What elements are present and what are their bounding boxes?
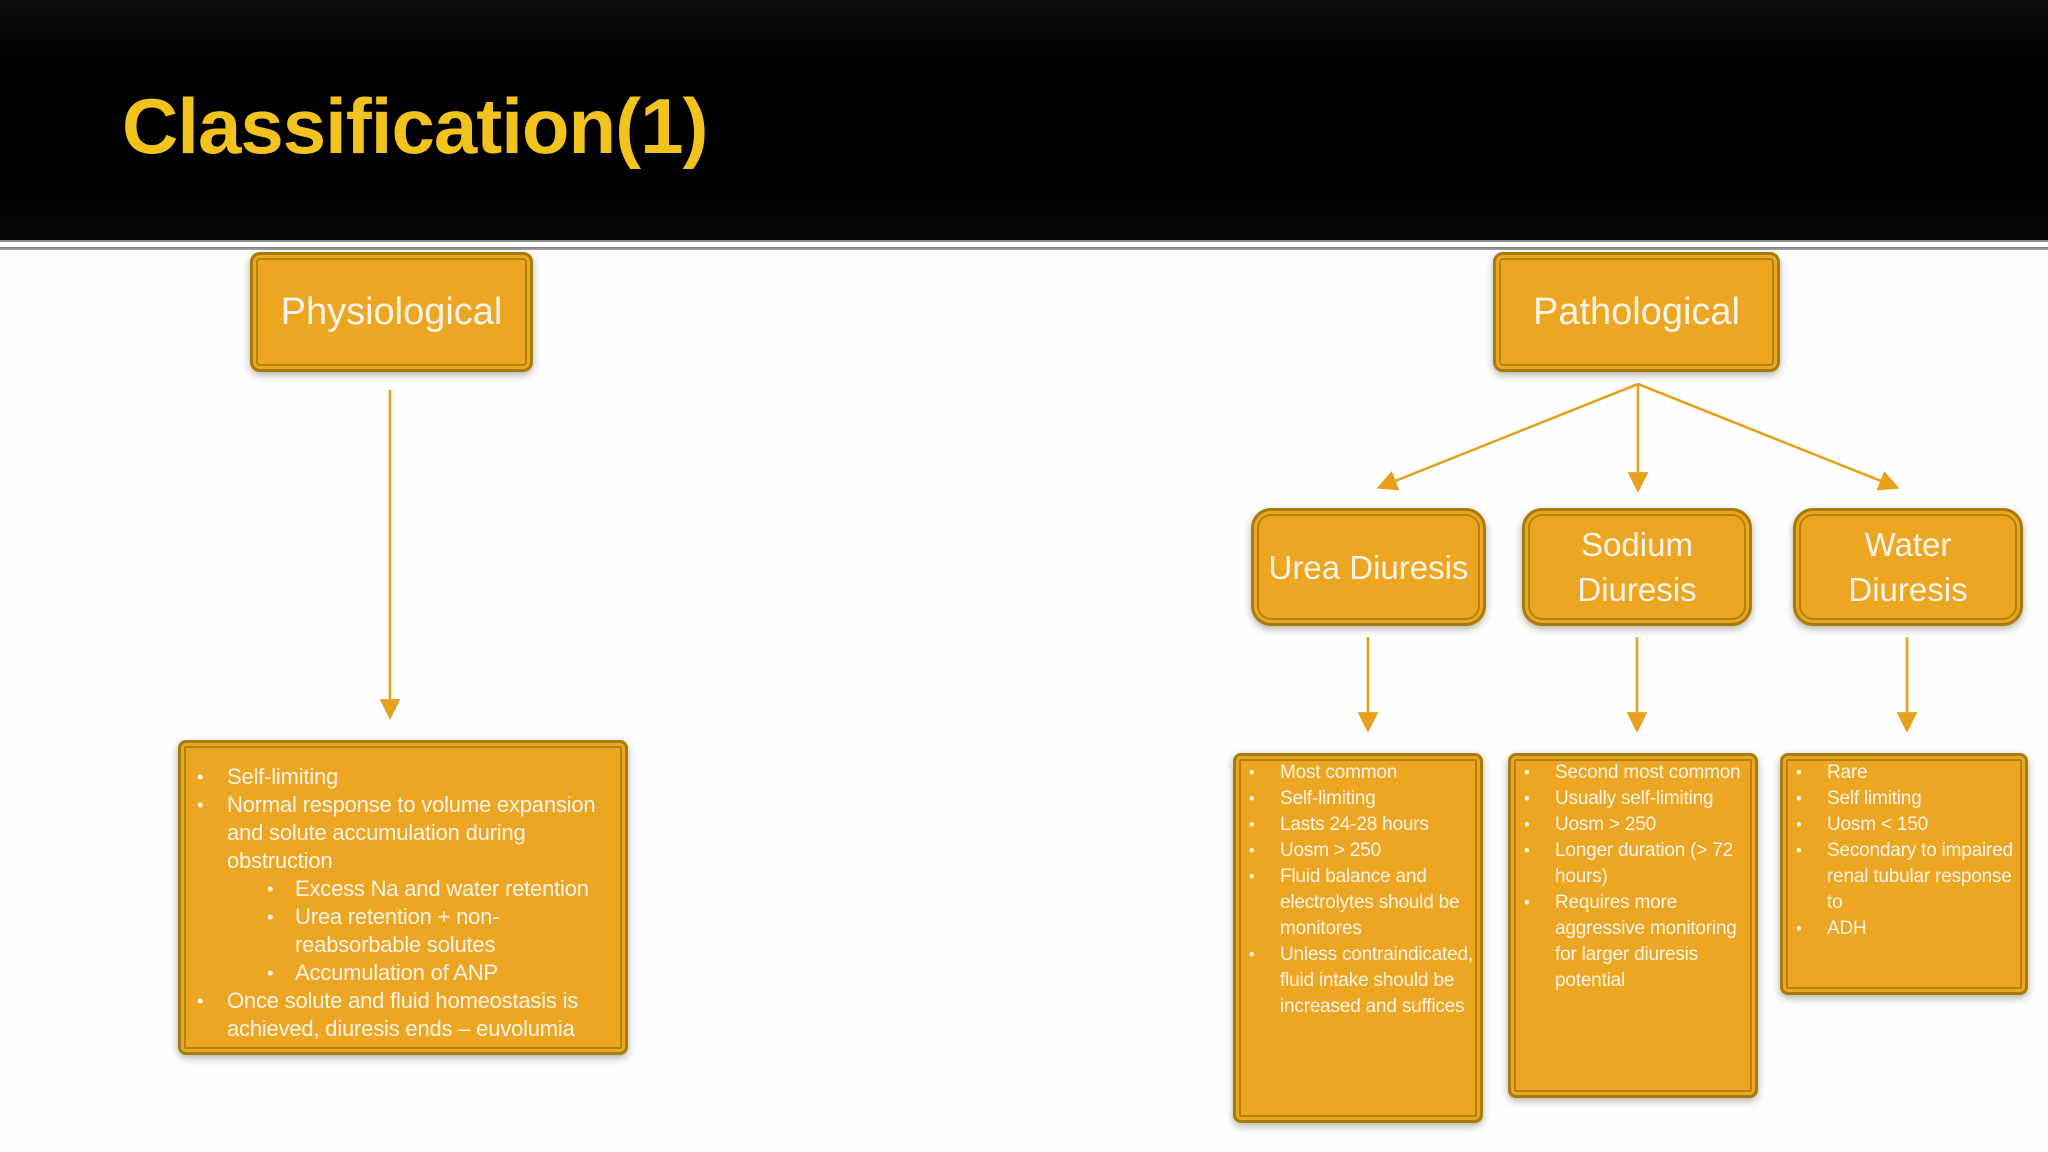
bullet-dot: • — [1796, 790, 1802, 808]
pathological-box: Pathological — [1493, 252, 1780, 372]
bullet-item: • ADH — [1783, 916, 2025, 942]
bullet-text: Rare — [1827, 762, 1868, 783]
bullet-dot: • — [1796, 816, 1802, 834]
water-details-box: • Rare • Self limiting • Uosm < 150 • Secondary… — [1780, 753, 2028, 995]
physiological-box: Physiological — [250, 252, 533, 372]
bullet-item: • Excess Na and water retention — [181, 875, 625, 903]
bullet-item: • Uosm < 150 — [1783, 812, 2025, 838]
bullet-text: Unless contraindicated, fluid intake sho… — [1280, 944, 1473, 1017]
bullet-dot: • — [1249, 946, 1255, 964]
bullet-text: Longer duration (> 72 hours) — [1555, 840, 1734, 887]
bullet-dot: • — [267, 962, 274, 983]
bullet-dot: • — [1524, 816, 1530, 834]
bullet-item: • Once solute and fluid homeostasis is ac… — [181, 987, 625, 1043]
bullet-dot: • — [1524, 764, 1530, 782]
arrow-pathological-urea — [1376, 382, 1639, 491]
bullet-dot: • — [1524, 842, 1530, 860]
sodium-diuresis-label: Sodium Diuresis — [1577, 526, 1697, 608]
bullet-dot: • — [1249, 790, 1255, 808]
bullet-text: Lasts 24-28 hours — [1280, 814, 1429, 835]
sodium-diuresis-box: Sodium Diuresis — [1522, 508, 1752, 626]
separator-line — [0, 247, 2048, 250]
bullet-text: Most common — [1280, 762, 1398, 783]
bullet-text: Usually self-limiting — [1555, 788, 1714, 809]
bullet-dot: • — [1796, 920, 1802, 938]
water-diuresis-box: Water Diuresis — [1793, 508, 2023, 626]
water-diuresis-label: Water Diuresis — [1848, 526, 1968, 608]
bullet-text: Requires more aggressive monitoring for … — [1555, 892, 1737, 991]
bullet-text: Urea retention + non-reabsorbable solute… — [295, 904, 500, 957]
bullet-text: Uosm < 150 — [1827, 814, 1928, 835]
bullet-dot: • — [197, 766, 204, 787]
bullet-text: Normal response to volume expansion and … — [227, 792, 596, 873]
bullet-dot: • — [1796, 842, 1802, 860]
bullet-item: • Secondary to impaired renal tubular res… — [1783, 838, 2025, 916]
bullet-item: • Usually self-limiting — [1511, 786, 1755, 812]
urea-diuresis-label: Urea Diuresis — [1268, 548, 1469, 586]
bullet-item: • Second most common — [1511, 760, 1755, 786]
bullet-dot: • — [1249, 868, 1255, 886]
bullet-item: • Urea retention + non-reabsorbable solut… — [181, 903, 625, 959]
bullet-text: Once solute and fluid homeostasis is ach… — [227, 988, 579, 1041]
bullet-text: Uosm > 250 — [1555, 814, 1656, 835]
bullet-text: Self-limiting — [227, 764, 339, 789]
bullet-text: Second most common — [1555, 762, 1741, 783]
bullet-item: • Accumulation of ANP — [181, 959, 625, 987]
bullet-text: Self-limiting — [1280, 788, 1376, 809]
bullet-item: • Requires more aggressive monitoring for… — [1511, 890, 1755, 994]
bullet-text: Secondary to impaired renal tubular resp… — [1827, 840, 2013, 913]
bullet-dot: • — [267, 878, 274, 899]
bullet-text: Accumulation of ANP — [295, 960, 498, 985]
slide-title: Classification(1) — [122, 82, 708, 170]
bullet-dot: • — [1524, 790, 1530, 808]
bullet-item: • Self limiting — [1783, 786, 2025, 812]
physiological-label: Physiological — [280, 290, 503, 333]
bullet-item: • Longer duration (> 72 hours) — [1511, 838, 1755, 890]
bullet-item: • Uosm > 250 — [1511, 812, 1755, 838]
sodium-details-box: • Second most common • Usually self-limitin… — [1508, 753, 1758, 1098]
bullet-dot: • — [1796, 764, 1802, 782]
bullet-dot: • — [197, 990, 204, 1011]
bullet-text: ADH — [1827, 918, 1867, 939]
bullet-item: • Self-limiting — [1236, 786, 1480, 812]
bullet-item: • Unless contraindicated, fluid intake sh… — [1236, 942, 1480, 1020]
bullet-item: • Fluid balance and electrolytes should b… — [1236, 864, 1480, 942]
bullet-dot: • — [267, 906, 274, 927]
bullet-item: • Most common — [1236, 760, 1480, 786]
bullet-text: Excess Na and water retention — [295, 876, 589, 901]
bullet-dot: • — [1249, 816, 1255, 834]
arrow-pathological-water — [1637, 382, 1900, 491]
bullet-dot: • — [1249, 842, 1255, 860]
bullet-item: • Lasts 24-28 hours — [1236, 812, 1480, 838]
bullet-item: • Rare — [1783, 760, 2025, 786]
physiological-details-box: • Self-limiting • Normal response to volume… — [178, 740, 628, 1055]
bullet-item: • Self-limiting — [181, 763, 625, 791]
bullet-text: Self limiting — [1827, 788, 1922, 809]
bullet-item: • Normal response to volume expansion and… — [181, 791, 625, 875]
bullet-text: Uosm > 250 — [1280, 840, 1381, 861]
header-bar: Classification(1) — [0, 0, 2048, 240]
bullet-dot: • — [1249, 764, 1255, 782]
pathological-label: Pathological — [1532, 290, 1741, 333]
bullet-dot: • — [1524, 894, 1530, 912]
urea-diuresis-box: Urea Diuresis — [1251, 508, 1486, 626]
header-hairline — [0, 240, 2048, 242]
urea-details-box: • Most common • Self-limiting • Lasts 24-28 h… — [1233, 753, 1483, 1123]
bullet-text: Fluid balance and electrolytes should be… — [1280, 866, 1460, 939]
bullet-item: • Uosm > 250 — [1236, 838, 1480, 864]
bullet-dot: • — [197, 794, 204, 815]
